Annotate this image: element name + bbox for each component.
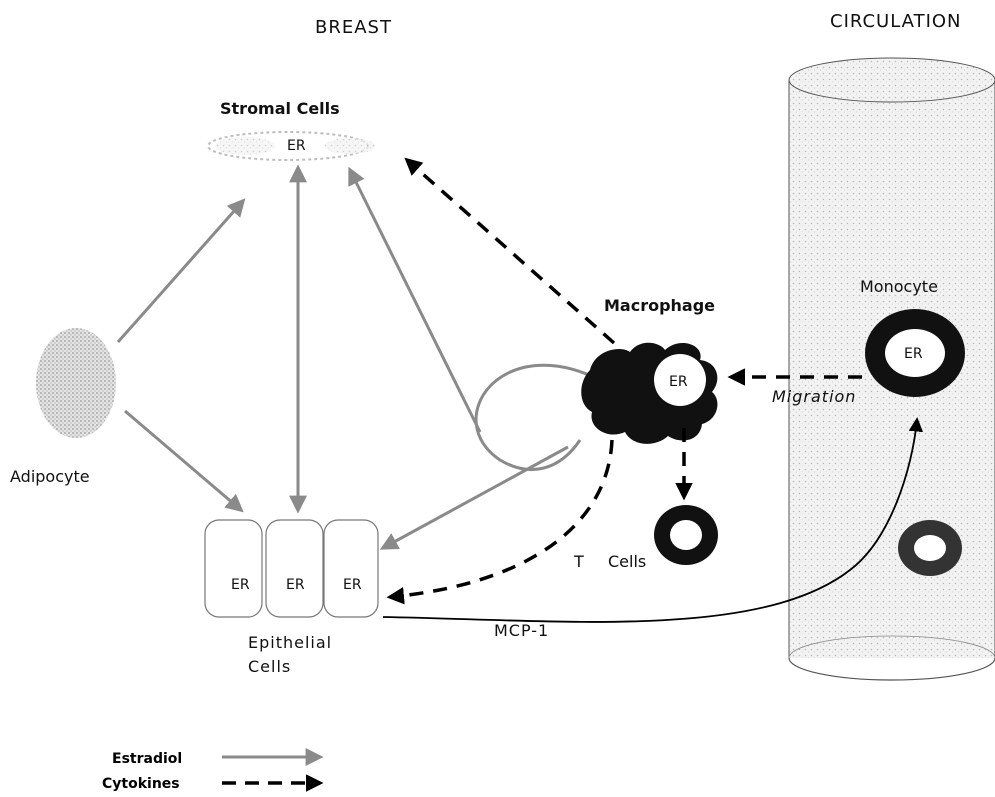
mcp1-label: MCP-1 bbox=[494, 621, 549, 640]
t-cell bbox=[654, 505, 718, 565]
epithelial-cells-label-line1: Epithelial bbox=[248, 633, 332, 652]
epithelial-er-label-1: ER bbox=[231, 577, 250, 593]
adipocyte-cell bbox=[36, 328, 116, 438]
t-cells-label-t: T bbox=[573, 552, 584, 571]
adipocyte-label: Adipocyte bbox=[10, 467, 90, 486]
circulating-monocyte bbox=[898, 520, 962, 576]
breast-header: BREAST bbox=[315, 17, 392, 38]
circulation-header: CIRCULATION bbox=[830, 11, 962, 32]
monocyte-er-label: ER bbox=[904, 346, 923, 362]
t-cells-label: Cells bbox=[608, 552, 646, 571]
stromal-er-label: ER bbox=[287, 138, 306, 154]
migration-label: Migration bbox=[772, 387, 856, 406]
stromal-cells-label: Stromal Cells bbox=[220, 99, 340, 118]
legend-cytokines-label: Cytokines bbox=[102, 776, 180, 792]
epithelial-er-label-3: ER bbox=[343, 577, 362, 593]
monocyte-label: Monocyte bbox=[860, 277, 938, 296]
macrophage-cell bbox=[581, 343, 717, 444]
estradiol-arrows bbox=[118, 168, 600, 548]
epithelial-er-label-2: ER bbox=[286, 577, 305, 593]
legend-estradiol-label: Estradiol bbox=[112, 751, 182, 767]
epithelial-cells bbox=[205, 520, 378, 617]
epithelial-cells-label-line2: Cells bbox=[248, 657, 291, 676]
legend: Estradiol Cytokines bbox=[102, 751, 320, 792]
macrophage-er-label: ER bbox=[669, 374, 688, 390]
macrophage-label: Macrophage bbox=[604, 296, 715, 315]
